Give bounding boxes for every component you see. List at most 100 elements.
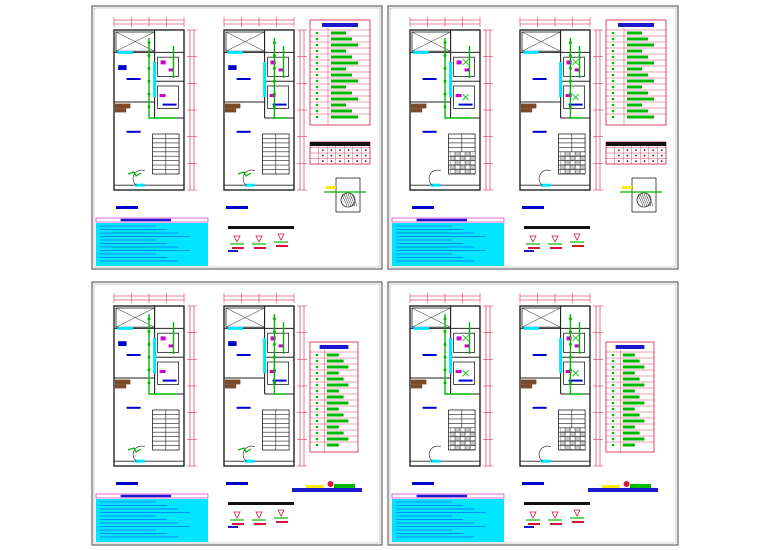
outlet-symbol [147, 79, 151, 83]
legend-symbol [315, 55, 319, 59]
plan-caption [522, 482, 544, 485]
stair-tile [460, 432, 466, 437]
panel-detail [324, 177, 366, 213]
outlet-symbol [443, 381, 447, 385]
legend-symbol [611, 353, 615, 357]
schedule-dot [347, 160, 350, 163]
cabinet [521, 103, 537, 109]
stair-tile [450, 165, 456, 170]
legend-description [627, 55, 648, 59]
stair-tile [465, 436, 471, 441]
legend-symbol [611, 437, 615, 441]
light-well-diagonal [411, 31, 451, 52]
stair-tile [565, 436, 571, 441]
detail-hatch [637, 193, 644, 207]
stair-tile [460, 427, 466, 432]
legend-symbol [315, 115, 319, 119]
stair-tile [565, 156, 571, 161]
stair-tile [570, 445, 576, 450]
legend-description [622, 389, 635, 393]
fixture [566, 60, 572, 65]
stair-tile [460, 156, 466, 161]
room-tag [162, 103, 177, 106]
schedule-dot [321, 160, 324, 163]
bathroom [267, 332, 289, 353]
outlet-symbol [443, 54, 447, 58]
schedule-dot [643, 160, 646, 163]
outlet-symbol [272, 381, 276, 385]
legend-symbol [611, 359, 615, 363]
detail-hatch [345, 193, 352, 207]
legend-description [326, 383, 349, 387]
stair-tile [455, 445, 461, 450]
legend-symbol [611, 419, 615, 423]
ceiling-light-symbol [572, 58, 579, 66]
legend-description [326, 407, 339, 411]
kitchen [157, 361, 179, 385]
legend-symbol [315, 49, 319, 53]
room-tag [126, 78, 141, 80]
sheet-inner-frame [93, 283, 381, 544]
outlet-symbol [147, 342, 151, 346]
schedule-dot [635, 149, 637, 152]
fixture-label [276, 521, 288, 523]
outlet-symbol [443, 66, 447, 70]
outlet-symbol [568, 368, 572, 372]
fixture-symbol [573, 233, 581, 241]
stair-tile [570, 165, 576, 170]
stair-tile [455, 156, 461, 161]
outlet-symbol [147, 92, 151, 96]
legend-symbol [611, 85, 615, 89]
room-tag [272, 379, 287, 382]
fixture-label [528, 523, 540, 525]
schedule-dot [356, 160, 359, 163]
schedule-dot [321, 149, 324, 152]
schedule-dot [330, 149, 333, 152]
stair-tile [575, 445, 581, 450]
legend-description [622, 377, 640, 381]
window-marker [431, 183, 441, 187]
room-tag [272, 103, 287, 106]
room-tag [532, 354, 547, 356]
ceiling-light-symbol [462, 93, 469, 101]
fixture [160, 60, 166, 65]
fixture [278, 68, 284, 72]
fixture [464, 68, 470, 72]
schedule-dot [364, 154, 367, 157]
legend-symbol [315, 419, 319, 423]
outlet-symbol [272, 66, 276, 70]
room-tag [236, 130, 251, 133]
legend-symbol [315, 425, 319, 429]
fixture [455, 370, 462, 373]
outlet-symbol [272, 368, 276, 372]
bathroom [267, 56, 289, 77]
stair-tile [560, 169, 566, 174]
kitchen [267, 361, 289, 385]
stair-tile [455, 169, 461, 174]
title-stripe-bar [292, 488, 362, 492]
window-marker [559, 62, 563, 98]
stair-tile [465, 432, 471, 437]
detail-hatch [639, 193, 646, 207]
legend-symbol [315, 365, 319, 369]
conduit-line [444, 38, 473, 119]
stair-tile [455, 432, 461, 437]
outlet-symbol [147, 317, 151, 321]
cabinet [411, 379, 427, 385]
legend-table [309, 341, 359, 453]
fixture [270, 336, 276, 341]
legend-description [627, 85, 642, 89]
legend-description [331, 97, 358, 101]
stair-tile [565, 445, 571, 450]
legend-description [622, 359, 640, 363]
stair-tile [565, 169, 571, 174]
stair-tile [460, 160, 466, 165]
outer-wall [223, 305, 295, 467]
legend-description [622, 413, 640, 417]
fixture [456, 60, 462, 65]
stair-tile [470, 169, 476, 174]
door-swing [428, 445, 441, 462]
stair-tile [575, 169, 581, 174]
detail-hatch [351, 193, 358, 207]
outlet-symbol [568, 79, 572, 83]
